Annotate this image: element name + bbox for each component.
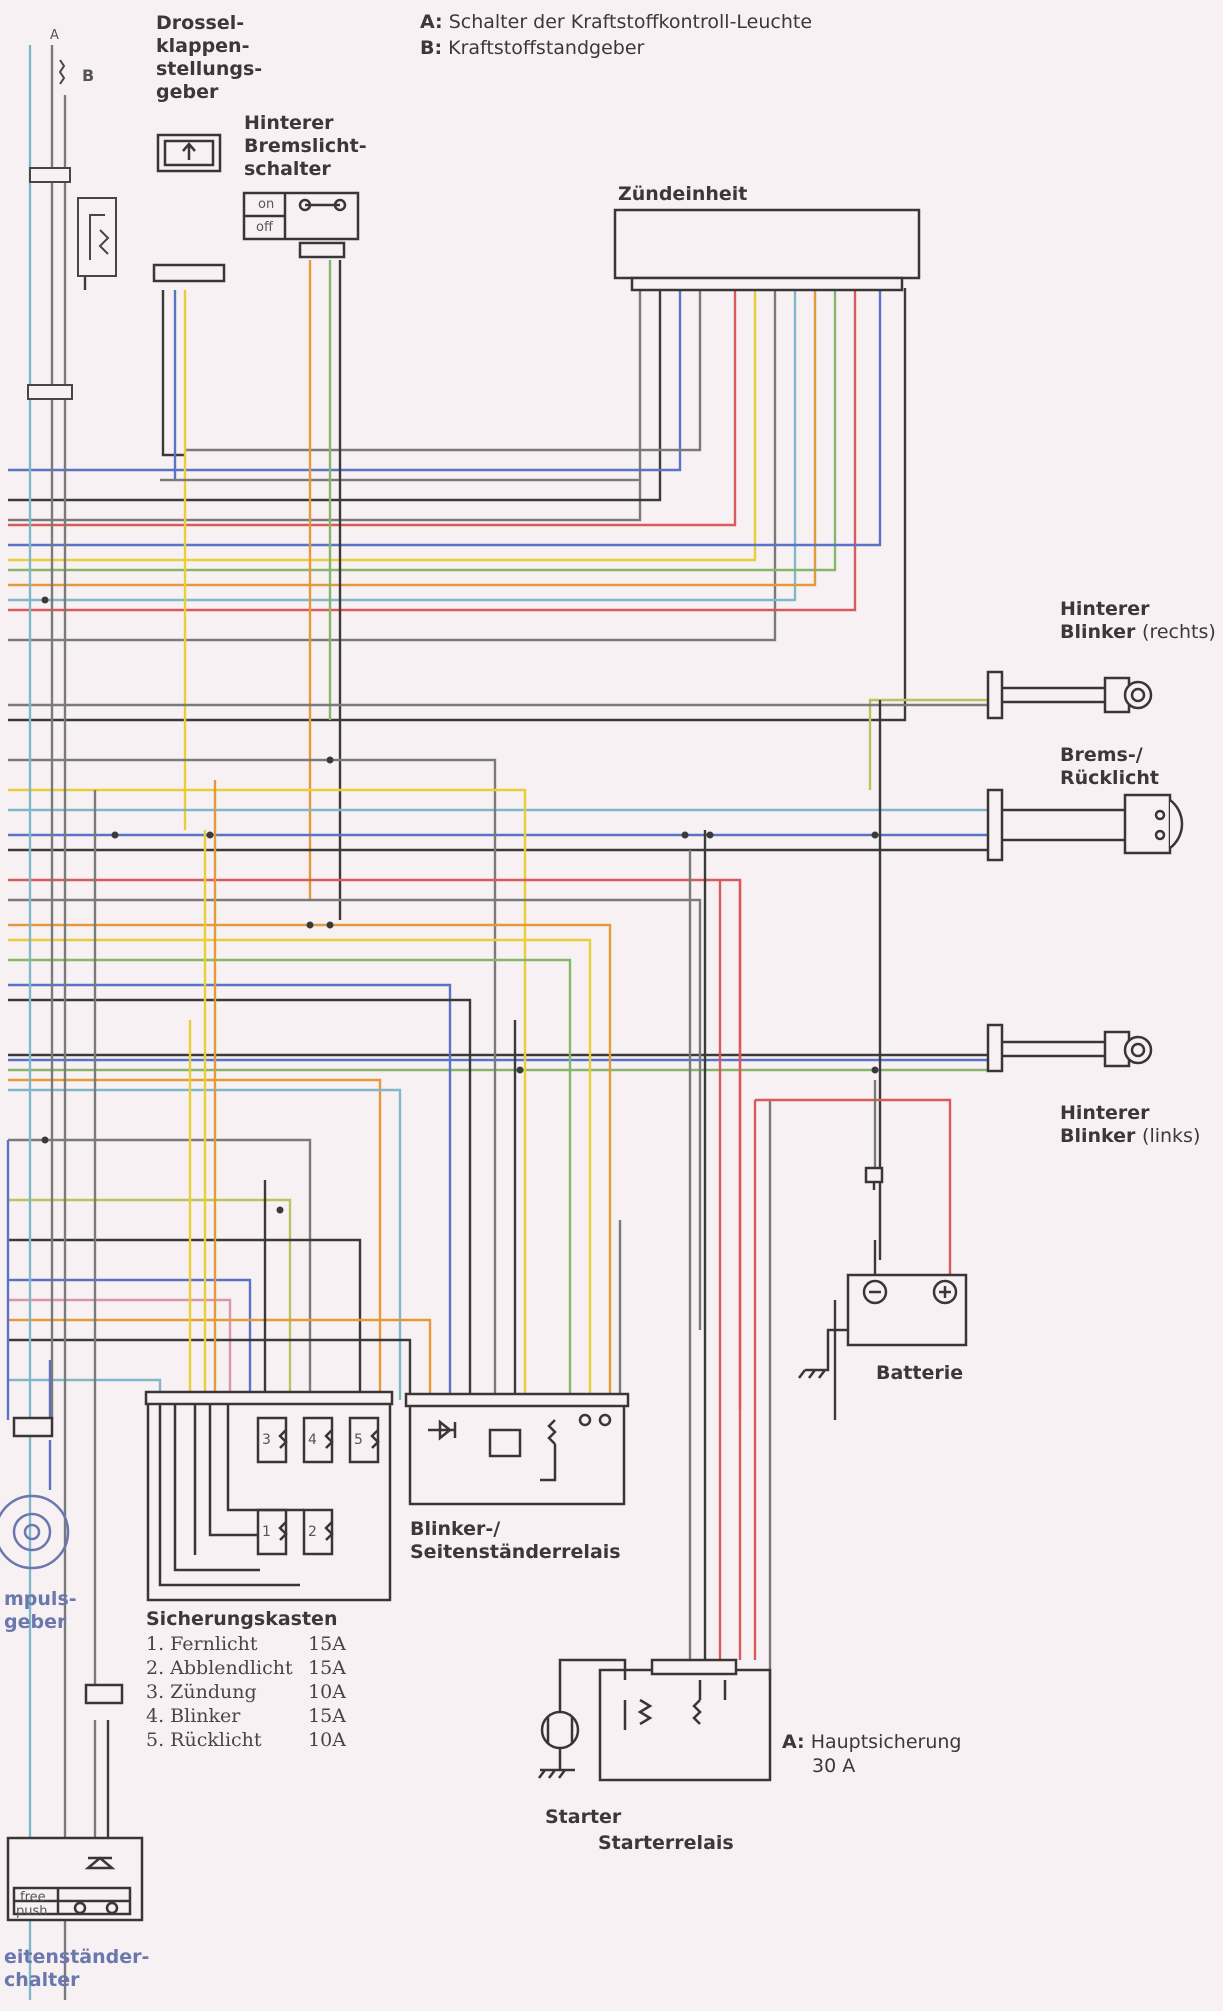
brake-switch-on: on	[258, 197, 275, 212]
starter-relay-assembly	[538, 1658, 772, 1782]
rear-right-blinker-label: Hinterer Blinker (rechts)	[1060, 598, 1216, 643]
brake-switch-off: off	[256, 220, 273, 235]
brake-tail-light	[986, 788, 1184, 862]
ignition-harness	[8, 288, 907, 722]
legend-b-text: Kraftstoffstandgeber	[448, 37, 645, 59]
legend-b: B: Kraftstoffstandgeber	[420, 36, 644, 60]
starter-label: Starter	[545, 1806, 622, 1828]
rear-left-blinker-label: Hinterer Blinker (links)	[1060, 1102, 1201, 1147]
fuel-sender-assembly	[27, 59, 117, 400]
rear-left-blinker	[986, 1023, 1153, 1073]
marker-a: A	[50, 28, 59, 43]
throttle-sensor-label: Drossel- klappen- stellungs- geber	[156, 12, 263, 103]
fuse-box	[144, 1390, 394, 1602]
side-stand-switch	[6, 1683, 144, 1922]
rear-brake-switch-label: Hinterer Bremslicht- schalter	[244, 112, 367, 180]
pulse-generator	[0, 1416, 70, 1570]
fuse-3-number: 3	[262, 1432, 271, 1448]
side-stand-switch-label: eitenständer- chalter	[4, 1946, 150, 1991]
blinker-relay-label: Blinker-/ Seitenständerrelais	[410, 1518, 621, 1563]
starter-relay-label: Starterrelais	[598, 1832, 734, 1854]
fuse-1-number: 1	[262, 1524, 271, 1540]
junction-dots	[41, 596, 879, 1214]
legend-b-key: B:	[420, 37, 443, 59]
pulse-generator-label: mpuls- geber	[4, 1588, 77, 1633]
marker-b: B	[82, 66, 95, 85]
side-stand-push: push	[16, 1904, 48, 1919]
side-stand-free: free	[20, 1890, 46, 1905]
brake-tail-light-label: Brems-/ Rücklicht	[1060, 744, 1159, 789]
rear-brake-switch	[242, 191, 360, 259]
legend-a-key: A:	[420, 11, 443, 33]
battery-label: Batterie	[876, 1362, 964, 1384]
throttle-position-sensor	[152, 133, 226, 283]
legend-a: A: Schalter der Kraftstoffkontroll-Leuch…	[420, 10, 812, 34]
battery	[798, 1166, 968, 1379]
fuse-box-title: Sicherungskasten	[146, 1608, 338, 1630]
rear-right-blinker	[986, 670, 1153, 720]
ignition-unit	[613, 208, 921, 292]
fuse-4-number: 4	[308, 1432, 317, 1448]
main-fuse-label: A: Hauptsicherung 30 A	[782, 1731, 962, 1777]
fuse-5-number: 5	[354, 1432, 363, 1448]
fuse-2-number: 2	[308, 1524, 317, 1540]
legend-a-text: Schalter der Kraftstoffkontroll-Leuchte	[448, 11, 813, 33]
blinker-sidestand-relay	[404, 1392, 630, 1506]
ignition-unit-label: Zündeinheit	[618, 183, 748, 205]
